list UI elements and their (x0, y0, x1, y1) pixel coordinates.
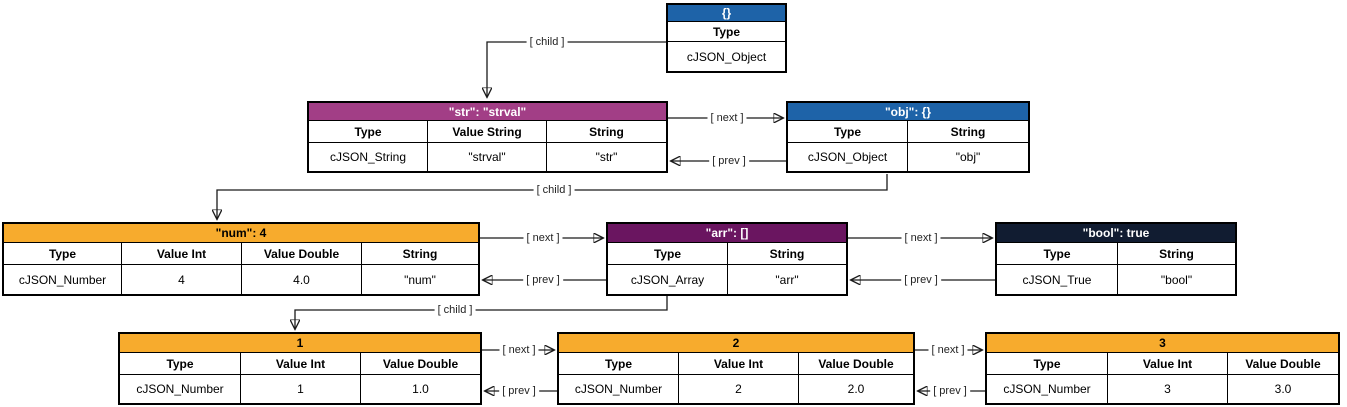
node-title: "arr": [] (608, 224, 846, 243)
value-cell: 3 (1108, 375, 1228, 403)
value-cell: 3.0 (1274, 382, 1292, 396)
value-row: cJSON_Number 2 2.0 (559, 375, 913, 403)
edge-label-next: [ next ] (707, 112, 747, 124)
edge-child-obj-num (217, 174, 888, 219)
node-arr: "arr": [] Type String cJSON_Array "arr" (606, 222, 848, 296)
node-title: "bool": true (997, 224, 1235, 243)
node-title: 3 (987, 334, 1338, 353)
column-header-row: Type Value Int Value Double (559, 353, 913, 375)
value-cell: "strval" (428, 143, 547, 171)
column-header: Value Double (242, 243, 362, 265)
value-cell: cJSON_Array (608, 265, 728, 294)
column-header-row: Type Value Int Value Double (120, 353, 480, 375)
value-cell: 4.0 (242, 265, 362, 294)
column-header: Type (559, 353, 679, 375)
column-header: Value Double (361, 353, 480, 375)
column-header: Value Int (679, 353, 799, 375)
column-header-row: Type Value String String (309, 121, 666, 143)
value-cell: cJSON_Object (788, 143, 908, 171)
value-cell: cJSON_Number (120, 375, 241, 403)
edge-label-child: [ child ] (434, 304, 476, 316)
node-title: 2 (559, 334, 913, 353)
node-obj: "obj": {} Type String cJSON_Object "obj" (786, 101, 1030, 173)
value-cell: 2 (679, 375, 799, 403)
column-header-row: Type String (788, 121, 1028, 143)
node-title: {} (668, 5, 785, 22)
column-header: String (728, 243, 846, 265)
column-header: Type (309, 121, 428, 143)
column-header: Type (788, 121, 908, 143)
node-array-item-3: 3 Type Value Int Value Double cJSON_Numb… (985, 332, 1340, 405)
value-cell: 4 (122, 265, 242, 294)
edge-label-prev: [ prev ] (523, 274, 563, 286)
edge-label-child: [ child ] (533, 184, 575, 196)
value-cell: cJSON_True (997, 265, 1118, 294)
value-cell: cJSON_String (309, 143, 428, 171)
column-header: Value Int (241, 353, 361, 375)
column-header-row: Type Value Int Value Double String (4, 243, 478, 265)
column-header: Value Int (122, 243, 242, 265)
edge-label-prev: [ prev ] (930, 385, 970, 397)
column-header: String (547, 121, 666, 143)
column-header: Type (608, 243, 728, 265)
node-array-item-1: 1 Type Value Int Value Double cJSON_Numb… (118, 332, 482, 405)
node-array-item-2: 2 Type Value Int Value Double cJSON_Numb… (557, 332, 915, 405)
edge-label-child: [ child ] (526, 36, 568, 48)
column-header-row: Type String (608, 243, 846, 265)
value-cell: cJSON_Number (559, 375, 679, 403)
column-header: Type (987, 353, 1108, 375)
value-cell: cJSON_Object (686, 49, 767, 64)
value-cell: "bool" (1160, 272, 1193, 287)
value-row: cJSON_Number 3 3.0 (987, 375, 1338, 403)
column-header: Type (997, 243, 1118, 265)
node-title: "obj": {} (788, 103, 1028, 121)
value-cell: cJSON_Number (987, 375, 1108, 403)
column-header: Value Double (1228, 353, 1338, 375)
column-header: Value Double (799, 353, 913, 375)
value-cell: "arr" (775, 272, 799, 287)
column-header: Value Int (1108, 353, 1228, 375)
value-row: cJSON_Object "obj" (788, 143, 1028, 171)
edge-label-next: [ next ] (499, 344, 539, 356)
edge-label-prev: [ prev ] (901, 274, 941, 286)
edge-label-next: [ next ] (523, 232, 563, 244)
edge-label-prev: [ prev ] (709, 155, 749, 167)
edge-label-next: [ next ] (928, 344, 968, 356)
value-row: cJSON_True "bool" (997, 265, 1235, 294)
column-header-row: Type (668, 22, 785, 42)
edge-child-arr-one (295, 296, 668, 329)
value-row: cJSON_Number 4 4.0 "num" (4, 265, 478, 294)
value-cell: 1 (241, 375, 361, 403)
node-title: "num": 4 (4, 224, 478, 243)
edge-child-root-str (487, 41, 666, 97)
node-root-object: {} Type cJSON_Object (666, 3, 787, 73)
value-cell: cJSON_Number (4, 265, 122, 294)
value-row: cJSON_Array "arr" (608, 265, 846, 294)
column-header: Value String (428, 121, 547, 143)
value-row: cJSON_Object (668, 42, 785, 71)
column-header: String (908, 121, 1028, 143)
node-title: "str": "strval" (309, 103, 666, 121)
node-str: "str": "strval" Type Value String String… (307, 101, 668, 173)
column-header: Type (668, 22, 785, 42)
column-header-row: Type String (997, 243, 1235, 265)
value-cell: 1.0 (412, 382, 429, 396)
value-cell: "obj" (955, 150, 981, 164)
value-cell: 2.0 (847, 382, 865, 396)
edge-label-next: [ next ] (901, 232, 941, 244)
value-row: cJSON_String "strval" "str" (309, 143, 666, 171)
value-row: cJSON_Number 1 1.0 (120, 375, 480, 403)
edge-label-prev: [ prev ] (499, 385, 539, 397)
column-header: Type (4, 243, 122, 265)
value-cell: "num" (404, 272, 436, 287)
column-header-row: Type Value Int Value Double (987, 353, 1338, 375)
node-bool: "bool": true Type String cJSON_True "boo… (995, 222, 1237, 296)
column-header: String (362, 243, 478, 265)
value-cell: "str" (595, 150, 618, 164)
column-header: Type (120, 353, 241, 375)
column-header: String (1118, 243, 1235, 265)
node-num: "num": 4 Type Value Int Value Double Str… (2, 222, 480, 296)
node-title: 1 (120, 334, 480, 353)
